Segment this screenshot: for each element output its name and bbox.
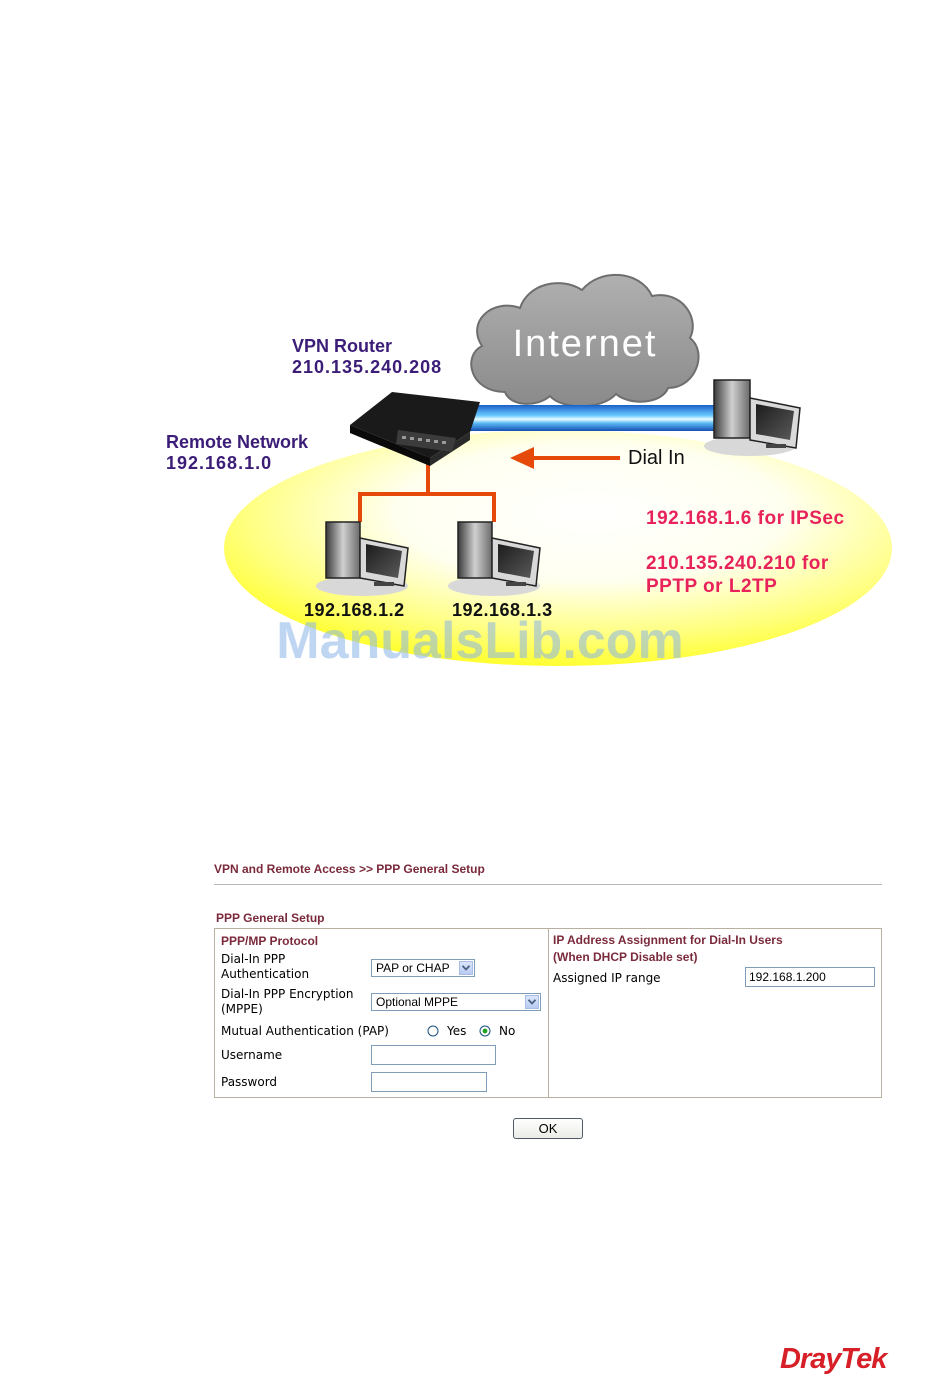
ppp-mp-protocol-column: PPP/MP Protocol Dial-In PPP Authenticati…: [215, 929, 549, 1097]
router-ip: 210.135.240.208: [292, 357, 442, 377]
ip-assignment-header-line2: (When DHCP Disable set): [553, 950, 698, 964]
settings-table: PPP/MP Protocol Dial-In PPP Authenticati…: [214, 928, 882, 1098]
lan-area-ellipse: [224, 430, 892, 666]
breadcrumb-divider: [214, 884, 882, 885]
pc1-ip-label: 192.168.1.2: [304, 600, 405, 620]
password-input[interactable]: [371, 1072, 487, 1092]
breadcrumb: VPN and Remote Access >> PPP General Set…: [214, 862, 485, 876]
router-icon: [350, 392, 480, 466]
ip-assignment-column: IP Address Assignment for Dial-In Users …: [549, 929, 881, 1097]
dial-in-arrow: [510, 447, 620, 469]
lan-pc-2-icon: [448, 521, 541, 596]
ipsec-note: 192.168.1.6 for IPSec: [646, 508, 845, 529]
encryption-label-line2: (MPPE): [221, 1002, 263, 1016]
remote-network-title: Remote Network: [166, 432, 309, 452]
router-title: VPN Router: [292, 336, 392, 356]
encryption-select[interactable]: Optional MPPE: [371, 993, 541, 1011]
pptp-note-line1: 210.135.240.210 for: [646, 553, 829, 574]
pc2-ip-label: 192.168.1.3: [452, 600, 553, 620]
ppp-mp-protocol-header: PPP/MP Protocol: [221, 934, 319, 948]
auth-select[interactable]: PAP or CHAP: [371, 959, 475, 977]
password-label: Password: [221, 1075, 278, 1089]
mutual-auth-label: Mutual Authentication (PAP): [221, 1024, 389, 1038]
auth-label: Dial-In PPP Authentication: [221, 952, 309, 982]
encryption-label-line1: Dial-In PPP Encryption: [221, 987, 354, 1001]
lan-pc-1-icon: [316, 521, 409, 596]
username-input[interactable]: [371, 1045, 496, 1065]
pptp-note-line2: PPTP or L2TP: [646, 576, 777, 597]
ip-assignment-header-line1: IP Address Assignment for Dial-In Users: [553, 933, 783, 947]
ok-button[interactable]: OK: [513, 1118, 583, 1139]
assigned-ip-range-label: Assigned IP range: [553, 971, 661, 985]
watermark: ManualsLib.com: [276, 612, 683, 670]
username-label: Username: [221, 1048, 283, 1062]
auth-label-line2: Authentication: [221, 967, 310, 981]
remote-pc-icon: [704, 379, 801, 456]
mutual-auth-yes-radio[interactable]: [427, 1025, 439, 1037]
mutual-auth-no-label: No: [499, 1024, 516, 1038]
dial-in-label: Dial In: [628, 447, 685, 469]
chevron-down-icon[interactable]: [525, 995, 539, 1009]
cloud-label: Internet: [513, 323, 658, 365]
draytek-logo: DrayTek: [780, 1343, 887, 1375]
auth-select-value: PAP or CHAP: [376, 961, 450, 975]
auth-label-line1: Dial-In PPP: [221, 952, 286, 966]
internet-cloud: [470, 274, 700, 408]
mutual-auth-yes-label: Yes: [447, 1024, 467, 1038]
section-title: PPP General Setup: [216, 911, 325, 925]
remote-network-ip: 192.168.1.0: [166, 453, 272, 473]
internet-link-tube: [470, 405, 720, 431]
network-diagram: Internet VPN Router 210.135.240.208 Remo…: [166, 274, 892, 670]
assigned-ip-range-input[interactable]: 192.168.1.200: [745, 967, 875, 987]
mutual-auth-no-radio[interactable]: [479, 1025, 491, 1037]
encryption-select-value: Optional MPPE: [376, 995, 459, 1009]
encryption-label: Dial-In PPP Encryption (MPPE): [221, 987, 354, 1017]
chevron-down-icon[interactable]: [459, 961, 473, 975]
